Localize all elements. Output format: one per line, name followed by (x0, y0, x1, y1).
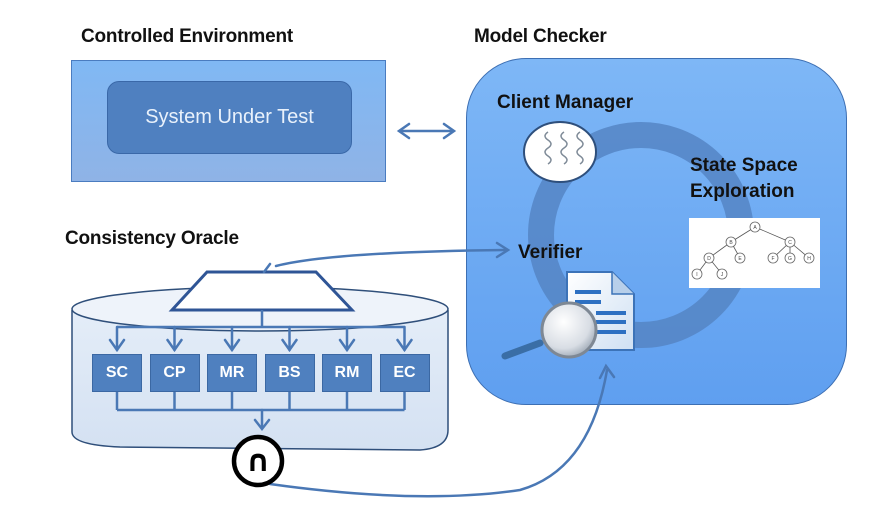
checker-box-bs: BS (264, 354, 315, 392)
fan-out-arrow-sc (108, 325, 126, 353)
svg-text:F: F (771, 256, 774, 262)
svg-text:C: C (788, 240, 792, 246)
fan-in-arrow (253, 408, 271, 432)
svg-text:J: J (721, 272, 724, 278)
fan-out-arrow-bs (281, 325, 298, 353)
fan-out-arrow-mr (223, 325, 241, 353)
checker-label: EC (393, 364, 416, 381)
result-feedback-arrow (268, 363, 616, 498)
state-space-exploration-label-line2: Exploration (690, 181, 795, 202)
controlled-environment-title: Controlled Environment (81, 26, 293, 47)
tree-node: D (703, 252, 715, 264)
svg-text:H: H (807, 256, 811, 262)
state-space-tree-panel: A B C D E F G H I J (689, 218, 820, 288)
svg-text:G: G (788, 256, 792, 262)
checker-box-cp: CP (149, 354, 200, 392)
checker-label: MR (219, 364, 245, 381)
client-manager-threads-icon (523, 121, 597, 183)
fan-out-arrow-ec (396, 325, 413, 353)
checker-label: BS (278, 364, 301, 381)
tree-node: G (784, 252, 796, 264)
magnifying-glass-icon (501, 301, 598, 360)
system-under-test-box: System Under Test (107, 81, 352, 154)
tree-node: B (725, 236, 737, 248)
tree-node: H (803, 252, 815, 264)
consistency-oracle-title: Consistency Oracle (65, 228, 239, 249)
svg-text:I: I (696, 272, 697, 278)
system-under-test-label: System Under Test (145, 106, 314, 128)
svg-text:E: E (738, 256, 742, 262)
state-space-tree-icon: A B C D E F G H I J (691, 221, 815, 280)
intersection-symbol: ∩ (245, 443, 271, 479)
dispatch-to-verifier-arrow (262, 241, 511, 274)
state-space-exploration-label-line1: State Space (690, 155, 798, 176)
checker-label: RM (334, 364, 360, 381)
tree-node: C (784, 236, 796, 248)
tree-node: F (767, 252, 779, 264)
fan-out-arrow-cp (166, 325, 183, 353)
checker-box-mr: MR (207, 354, 257, 392)
tree-node: J (716, 268, 728, 280)
checker-box-ec: EC (379, 354, 430, 392)
tree-node: A (749, 221, 761, 233)
svg-text:D: D (707, 256, 711, 262)
checker-label: SC (105, 364, 129, 381)
tree-node: E (734, 252, 746, 264)
model-checker-title: Model Checker (474, 26, 607, 47)
dispatcher-trapezoid (168, 270, 356, 312)
bidirectional-arrow-icon (396, 122, 457, 140)
checker-box-sc: SC (92, 354, 142, 392)
checker-box-rm: RM (322, 354, 372, 392)
checker-label: CP (163, 364, 186, 381)
fan-out-connectors (117, 310, 405, 329)
fan-out-arrow-rm (338, 325, 356, 353)
svg-text:A: A (753, 225, 757, 231)
verifier-label: Verifier (518, 242, 583, 263)
client-manager-label: Client Manager (497, 92, 634, 113)
fan-out-arrows (108, 325, 413, 353)
svg-text:B: B (729, 240, 733, 246)
tree-node: I (691, 268, 703, 280)
tree-edge (754, 226, 791, 243)
intersection-icon (231, 434, 285, 488)
